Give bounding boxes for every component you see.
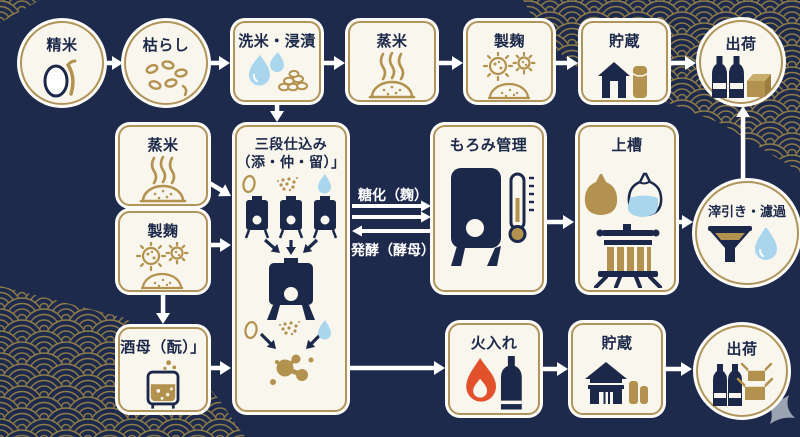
koji-dots-icon xyxy=(277,177,298,192)
sake-lees-sack-icon xyxy=(584,173,618,215)
node-pressing: 上槽 xyxy=(578,125,676,292)
yeast-cluster-icon xyxy=(270,354,314,386)
dried-rice-grains-icon xyxy=(145,59,188,96)
koji-mold-icon xyxy=(482,51,535,99)
sake-bottle-icon xyxy=(500,355,522,410)
steamed-rice-icon xyxy=(139,155,187,202)
fune-press-icon xyxy=(594,223,662,288)
saccharification-label: 糖化（麹） xyxy=(358,188,428,204)
steamed-rice-icon xyxy=(368,51,416,98)
flow-arrow xyxy=(352,211,431,223)
node-label: 上槽 xyxy=(611,136,643,154)
open-box-icon xyxy=(736,362,773,400)
warehouse-tanks-icon xyxy=(585,361,648,404)
flow-arrow xyxy=(209,361,231,375)
seigaiha-pattern-top-left xyxy=(0,0,40,23)
node-label: 蒸米 xyxy=(147,136,179,154)
bottles-open-boxes-icon xyxy=(713,362,773,406)
node-label: 貯蔵 xyxy=(608,32,640,50)
warehouse-tank-icon xyxy=(597,61,648,98)
water-drops-rice-icon xyxy=(249,51,308,91)
node-label: 蒸米 xyxy=(376,32,408,50)
node-label: 出荷 xyxy=(726,340,758,358)
node-koji-making-top: 製麹 xyxy=(466,21,553,102)
node-three-stage-mashing: 三段仕込み （添・仲・留）」 xyxy=(235,125,347,412)
yeast-starter-jar-icon xyxy=(146,359,180,409)
flow-arrow xyxy=(306,333,323,350)
large-tank-icon xyxy=(267,258,315,321)
node-label: 洗米・浸漬 xyxy=(238,32,316,50)
flow-arrow xyxy=(204,179,231,197)
small-tanks-icons xyxy=(244,196,338,239)
node-rice-polishing: 精米 xyxy=(20,21,104,105)
node-shipping-bottom: 出荷 xyxy=(696,325,788,417)
water-drop-icon xyxy=(318,174,331,194)
funnel-drop-icon xyxy=(708,225,777,262)
node-label: 製麹 xyxy=(147,222,179,240)
node-label: 酒母（酛）」 xyxy=(120,338,206,356)
koji-dots-icon xyxy=(279,321,300,336)
flow-arrow xyxy=(264,239,280,254)
flow-arrow xyxy=(736,106,750,180)
node-label: もろみ管理 xyxy=(449,136,528,154)
flow-arrow xyxy=(259,333,276,350)
node-washing-soaking: 洗米・浸漬 xyxy=(233,21,321,102)
node-label: 製麹 xyxy=(493,32,525,50)
rice-grain-icon xyxy=(43,59,77,97)
flow-arrow xyxy=(106,56,123,70)
node-steaming-top: 蒸米 xyxy=(348,21,436,102)
flow-arrow xyxy=(677,215,693,229)
flow-arrow xyxy=(542,362,568,376)
node-label: 精米 xyxy=(46,36,78,54)
flow-arrow xyxy=(546,215,574,229)
node-racking-filtration: 滓引き・濾過 xyxy=(695,181,799,285)
node-koji-making-mid: 製麹 xyxy=(118,211,208,292)
node-steaming-mid: 蒸米 xyxy=(118,125,208,206)
node-label: 滓引き・濾過 xyxy=(707,205,786,220)
flow-arrow xyxy=(322,56,345,70)
flow-arrow xyxy=(349,361,445,375)
three-tanks-mixing-icon xyxy=(242,174,338,386)
node-label: 火入れ xyxy=(470,334,518,352)
node-label: 貯蔵 xyxy=(601,334,633,352)
node-label-line2: （添・仲・留）」 xyxy=(236,155,346,172)
flow-arrow xyxy=(303,239,319,254)
node-moromi-management: もろみ管理 xyxy=(433,125,544,292)
flame-bottle-icon xyxy=(466,355,522,410)
flow-arrow xyxy=(352,200,431,212)
flow-arrow xyxy=(270,101,284,122)
flow-arrow xyxy=(206,238,231,252)
flow-arrow xyxy=(668,56,696,70)
sake-sack-icon xyxy=(627,172,663,217)
node-pasteurization: 火入れ xyxy=(448,323,540,415)
node-shipping-top: 出荷 xyxy=(699,20,783,104)
tank-thermometer-icon xyxy=(450,167,534,266)
flow-arrow xyxy=(209,56,230,70)
koji-mold-icon xyxy=(136,241,189,289)
press-sacks-icon xyxy=(584,172,663,288)
flow-arrow xyxy=(352,225,431,237)
node-storage-bottom: 貯蔵 xyxy=(571,323,663,415)
node-resting: 枯らし xyxy=(124,21,208,105)
flow-arrow xyxy=(156,293,170,324)
node-storage-top: 貯蔵 xyxy=(581,21,668,102)
flow-arrow xyxy=(437,56,463,70)
bottles-box-icon xyxy=(712,55,771,98)
water-drop-icon xyxy=(318,320,331,340)
flow-arrow xyxy=(664,362,692,376)
fermentation-label: 発酵（酵母） xyxy=(351,243,435,259)
flow-arrow xyxy=(286,240,296,256)
node-label: 出荷 xyxy=(725,35,757,53)
flow-arrow xyxy=(554,56,578,70)
node-yeast-starter: 酒母（酛）」 xyxy=(118,327,208,412)
node-label: 枯らし xyxy=(142,36,190,54)
node-label-line1: 三段仕込み xyxy=(254,137,328,153)
